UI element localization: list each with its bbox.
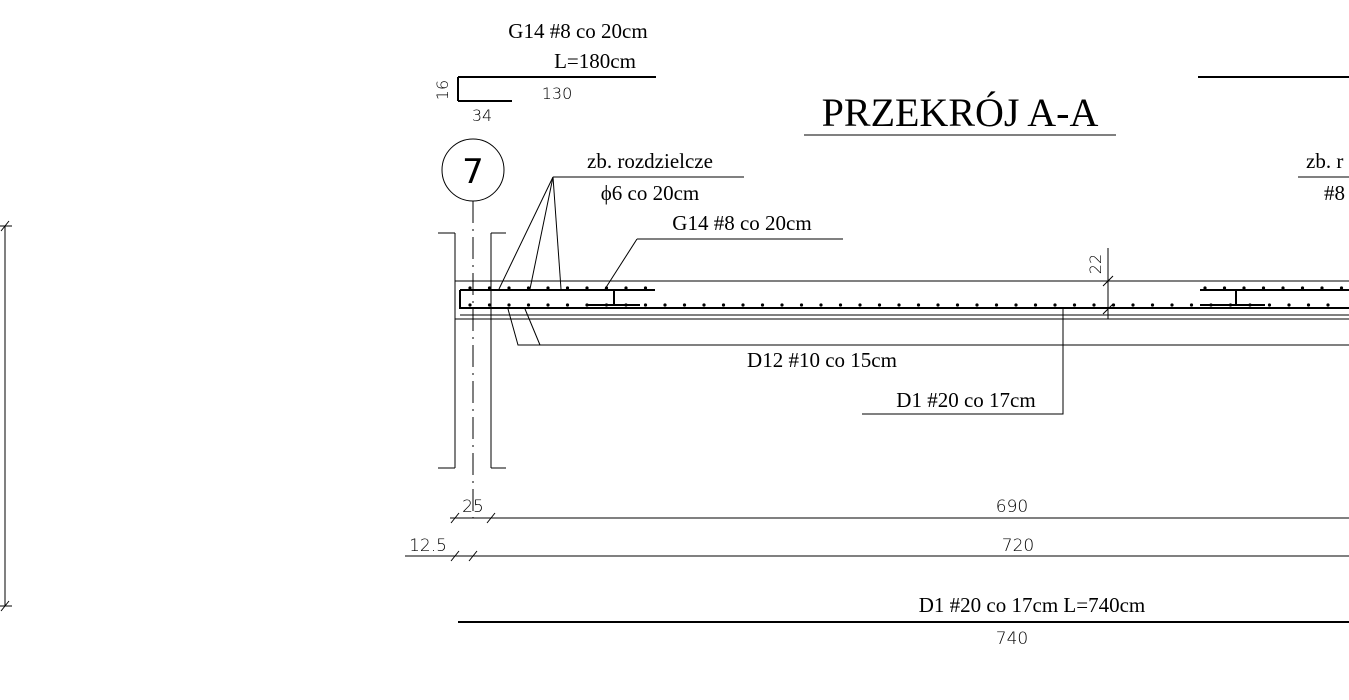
right-cut-labels: zb. r #8 (1298, 149, 1349, 205)
top-distribution-bar-dot (585, 286, 589, 290)
bar-d1-length: 740 (996, 629, 1028, 649)
distribution-bar-dot (468, 303, 472, 307)
distribution-bar-dot (1072, 303, 1077, 307)
top-distribution-bar-dot (643, 286, 648, 290)
distribution-bar-dot (994, 303, 999, 307)
top-distribution-bar-dot (546, 286, 550, 290)
distribution-bar-dot (877, 303, 882, 307)
distribution-bar-dot (916, 303, 921, 307)
distribution-bar-dot (604, 303, 609, 307)
distribution-bars (468, 286, 1344, 307)
top-distribution-bar-dot (1261, 286, 1266, 290)
distribution-bar-dot (819, 303, 823, 307)
distribution-bar-dot (1306, 303, 1311, 307)
top-distribution-bar-dot (565, 286, 570, 290)
distribution-bar-dot (682, 303, 687, 307)
distribution-bar-dot (780, 303, 784, 307)
right-cut-label-1: zb. r (1306, 149, 1343, 173)
distribution-bar-dot (1209, 303, 1213, 307)
distribution-bar-dot (1170, 303, 1174, 307)
bar-g14-dim-vertical: 16 (433, 80, 452, 100)
left-partial-dimension (0, 220, 12, 612)
page-title: PRZEKRÓJ A-A (822, 90, 1099, 135)
slab (455, 280, 1349, 320)
distribution-bar-dot (663, 303, 667, 307)
top-distribution-bar-dot (1339, 286, 1344, 290)
distribution-bar-dot (760, 303, 765, 307)
distribution-bar-dot (741, 303, 745, 307)
rebar-bottom (459, 290, 1349, 309)
bottom-bar-labels: D12 #10 co 15cm D1 #20 co 17cm (507, 308, 1349, 415)
right-cut-label-2: #8 (1324, 181, 1345, 205)
distribution-bar-dot (1189, 303, 1194, 307)
distribution-bar-dot (585, 303, 589, 307)
distribution-bar-dot (1248, 303, 1252, 307)
distribution-bar-dot (526, 303, 531, 307)
top-distribution-bar-dot (624, 286, 628, 290)
distribution-spec: ϕ6 co 20cm (601, 181, 700, 205)
top-distribution-bar-dot (1300, 286, 1305, 290)
bar-d1-label: D1 #20 co 17cm L=740cm (919, 593, 1145, 617)
distribution-label: zb. rozdzielcze (587, 149, 713, 173)
distribution-bar-dot (565, 303, 570, 307)
dimension-lines: 25 690 12.5 720 (405, 497, 1349, 562)
distribution-bar-dot (936, 303, 940, 307)
bar-g14-schedule: G14 #8 co 20cm L=180cm 16 34 130 (433, 19, 656, 125)
distribution-bar-dot (799, 303, 804, 307)
distribution-bar-dot (624, 303, 628, 307)
distribution-bar-dot (1228, 303, 1233, 307)
top-distribution-bar-dot (468, 286, 472, 290)
distribution-label-group: zb. rozdzielcze ϕ6 co 20cm G14 #8 co 20c… (498, 149, 843, 290)
distribution-bar-dot (1150, 303, 1155, 307)
d12-label: D12 #10 co 15cm (747, 348, 897, 372)
distribution-bar-dot (487, 303, 492, 307)
top-distribution-bar-dot (1320, 286, 1324, 290)
axis-marker: 7 (441, 138, 505, 518)
distribution-bar-dot (1326, 303, 1330, 307)
section-title: PRZEKRÓJ A-A (804, 76, 1349, 136)
bar-g14-dim-straight: 130 (542, 84, 573, 103)
axis-number: 7 (462, 152, 484, 192)
bar-g14-dim-hook: 34 (472, 106, 492, 125)
distribution-bar-dot (1287, 303, 1291, 307)
g14-section-label: G14 #8 co 20cm (672, 211, 811, 235)
half-support-value: 12.5 (409, 536, 447, 556)
distribution-bar-dot (1131, 303, 1135, 307)
distribution-bar-dot (1267, 303, 1272, 307)
distribution-bar-dot (1053, 303, 1057, 307)
slab-thickness-dimension: 22 (1086, 248, 1114, 319)
wall (438, 232, 506, 469)
distribution-bar-dot (955, 303, 960, 307)
distribution-bar-dot (507, 303, 511, 307)
top-distribution-bar-dot (526, 286, 531, 290)
distribution-bar-dot (1092, 303, 1096, 307)
top-distribution-bar-dot (1242, 286, 1246, 290)
span-axis-value: 720 (1002, 536, 1034, 556)
distribution-bar-dot (643, 303, 648, 307)
span-clear-value: 690 (996, 497, 1028, 517)
top-distribution-bar-dot (1281, 286, 1285, 290)
top-distribution-bar-dot (487, 286, 492, 290)
distribution-bar-dot (975, 303, 979, 307)
bar-g14-length: L=180cm (554, 49, 636, 73)
top-distribution-bar-dot (1222, 286, 1227, 290)
top-distribution-bar-dot (507, 286, 511, 290)
d1-section-label: D1 #20 co 17cm (896, 388, 1035, 412)
support-width-value: 25 (462, 497, 484, 517)
distribution-bar-dot (897, 303, 901, 307)
top-distribution-bar-dot (1203, 286, 1207, 290)
distribution-bar-dot (838, 303, 843, 307)
bar-g14-label: G14 #8 co 20cm (508, 19, 647, 43)
distribution-bar-dot (858, 303, 862, 307)
distribution-bar-dot (1033, 303, 1038, 307)
slab-thickness-value: 22 (1086, 254, 1105, 274)
distribution-bar-dot (721, 303, 726, 307)
distribution-bar-dot (702, 303, 706, 307)
distribution-bar-dot (1014, 303, 1018, 307)
distribution-bar-dot (546, 303, 550, 307)
bar-d1-schedule: D1 #20 co 17cm L=740cm 740 (458, 593, 1349, 649)
